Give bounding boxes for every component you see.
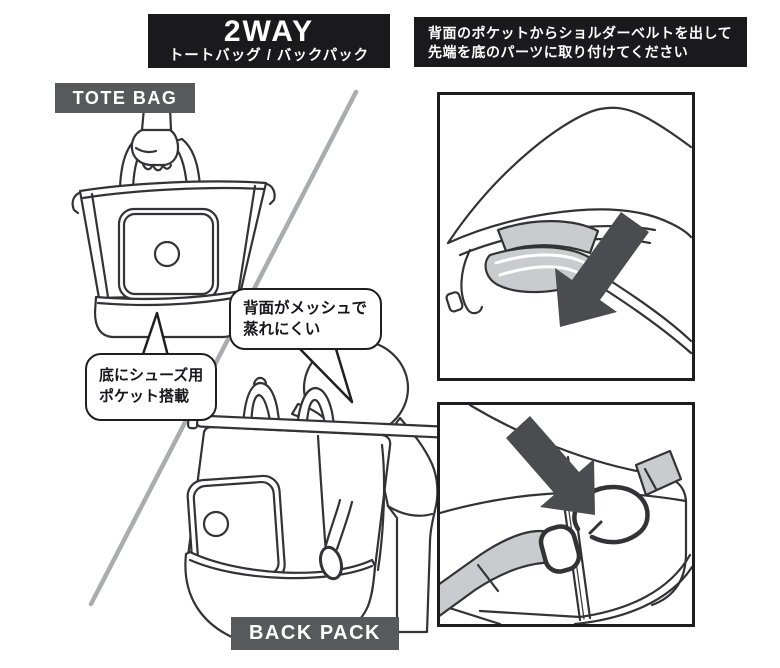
callout-line-2: ポケット搭載: [99, 388, 190, 405]
instruction-line-2: 先端を底のパーツに取り付けてください: [428, 44, 689, 60]
callout-line-1: 背面がメッシュで: [243, 300, 368, 317]
attach-arrow-icon: [506, 416, 595, 515]
instruction-banner: 背面のポケットからショルダーベルトを出して 先端を底のパーツに取り付けてください: [414, 17, 747, 67]
callout-tail: [139, 311, 171, 362]
callout-line-1: 底にシューズ用: [99, 367, 204, 384]
product-title-banner: 2WAY トートバッグ / バックパック: [148, 14, 390, 68]
tote-bag-illustration: [71, 106, 276, 362]
backpack-illustration: [184, 338, 463, 649]
strap-attach-frame: [437, 402, 695, 627]
pocket-button-icon: [153, 240, 181, 268]
hand-icon: [130, 128, 180, 167]
callout-line-2: 蒸れにくい: [243, 321, 321, 338]
mesh-back-callout: 背面がメッシュで 蒸れにくい: [229, 288, 382, 350]
strap-clip-icon: [318, 545, 344, 581]
instruction-line-1: 背面のポケットからショルダーベルトを出して: [428, 25, 733, 41]
strap-end-tab: [634, 449, 683, 497]
product-subtitle: トートバッグ / バックパック: [168, 48, 370, 64]
pocket-button-icon: [202, 510, 230, 538]
strap-loop-icon: [538, 524, 582, 574]
diagonal-divider: [88, 89, 359, 607]
product-title: 2WAY: [223, 15, 315, 48]
tote-bag-label: TOTE BAG: [55, 83, 195, 113]
strap-pullout-frame: [437, 92, 695, 381]
pull-out-arrow-icon: [555, 212, 649, 327]
callout-tail: [298, 347, 354, 404]
shoes-pocket-callout: 底にシューズ用 ポケット搭載: [85, 353, 217, 421]
back-pack-label: BACK PACK: [231, 617, 399, 650]
